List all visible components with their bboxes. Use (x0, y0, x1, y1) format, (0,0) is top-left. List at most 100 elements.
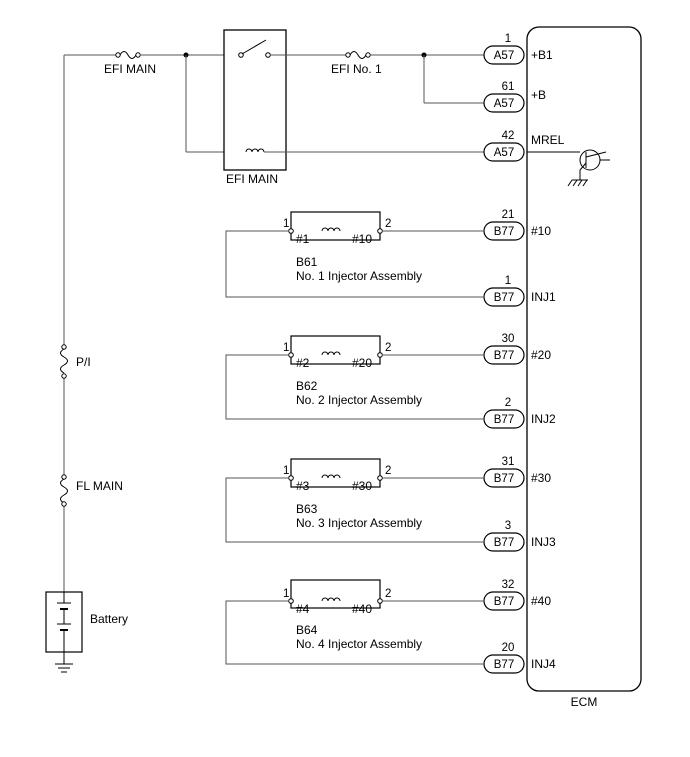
injector-coil-icon (321, 474, 341, 479)
terminal-left-label: #1 (296, 232, 310, 246)
pi-fuse-icon (60, 344, 68, 379)
injector-box (290, 335, 381, 365)
terminal-right (377, 598, 383, 604)
injector-box (290, 458, 381, 488)
ecm-label: ECM (571, 695, 598, 709)
connector-code: B77 (494, 292, 514, 304)
connector-code: B77 (494, 414, 514, 426)
pin-number: 3 (505, 520, 511, 532)
connector-code: A57 (494, 147, 514, 159)
signal-name: INJ1 (531, 290, 556, 304)
terminal-right-label: #10 (352, 232, 372, 246)
connector-code: B77 (494, 350, 514, 362)
efi-main-fuse-label: EFI MAIN (104, 62, 156, 76)
terminal-left-label: #3 (296, 479, 310, 493)
pin-right: 2 (385, 465, 391, 477)
connector-code: A57 (494, 98, 514, 110)
connector-code: B77 (494, 537, 514, 549)
efi-main-relay-box (223, 29, 287, 171)
connector-code: B77 (494, 473, 514, 485)
ecm-box (526, 26, 642, 692)
efi-main-fuse-icon (115, 51, 141, 59)
pin-left: 1 (283, 218, 289, 230)
connector-capsule (483, 142, 525, 162)
signal-name: +B1 (531, 48, 553, 62)
injector-code: B63 (296, 502, 318, 516)
injector-box (290, 579, 381, 609)
return-wire (225, 230, 484, 298)
injector-box (290, 211, 381, 241)
terminal-left-label: #4 (296, 602, 310, 616)
pin-left: 1 (283, 342, 289, 354)
pin-number: 42 (502, 130, 515, 142)
pin-left: 1 (283, 465, 289, 477)
ecm-pin-40: B77 32 #40 (483, 579, 551, 611)
efi-no1-fuse-icon (345, 51, 371, 59)
fl-main-fuse-icon (60, 474, 68, 507)
injector-name: No. 1 Injector Assembly (296, 269, 422, 283)
relay-switch-icon (238, 39, 271, 58)
pin-number: 1 (505, 275, 511, 287)
signal-name: #20 (531, 348, 551, 362)
return-wire (225, 477, 484, 543)
fl-main-fuse-label: FL MAIN (76, 479, 123, 493)
signal-name: #10 (531, 224, 551, 238)
connector-code: B77 (494, 226, 514, 238)
ecm-pin-20: B77 30 #20 (483, 333, 551, 365)
signal-name: #40 (531, 594, 551, 608)
pin-number: 30 (502, 333, 515, 345)
battery-label: Battery (90, 612, 128, 626)
signal-name: #30 (531, 471, 551, 485)
signal-name: INJ4 (531, 657, 556, 671)
mrel-transistor-icon (527, 149, 610, 187)
connector-code: A57 (494, 50, 514, 62)
connector-capsule (483, 93, 525, 113)
terminal-left-label: #2 (296, 356, 310, 370)
pin-number: 2 (505, 397, 511, 409)
pin-left: 1 (283, 588, 289, 600)
return-wire (225, 600, 484, 665)
pin-number: 61 (502, 81, 515, 93)
injector-name: No. 4 Injector Assembly (296, 637, 422, 651)
pin-right: 2 (385, 588, 391, 600)
signal-name: INJ2 (531, 412, 556, 426)
injector-coil-icon (321, 227, 341, 232)
terminal-right-label: #30 (352, 479, 372, 493)
pi-fuse-label: P/I (76, 355, 91, 369)
injector-coil-icon (321, 351, 341, 356)
terminal-right (377, 475, 383, 481)
pin-right: 2 (385, 342, 391, 354)
pin-number: 1 (505, 33, 511, 45)
efi-no1-fuse-label: EFI No. 1 (331, 62, 382, 76)
pin-right: 2 (385, 218, 391, 230)
terminal-right (377, 228, 383, 234)
ecm-pin-b1: A57 1 +B1 (483, 33, 553, 65)
signal-name: INJ3 (531, 535, 556, 549)
signal-name: +B (531, 88, 546, 102)
ecm-pin-30: B77 31 #30 (483, 456, 551, 488)
pin-number: 32 (502, 579, 515, 591)
battery-icon (45, 591, 83, 653)
pin-number: 31 (502, 456, 515, 468)
terminal-right (377, 352, 383, 358)
connector-code: B77 (494, 596, 514, 608)
injector-code: B61 (296, 255, 318, 269)
ground-icon (55, 652, 73, 673)
return-wire (225, 354, 484, 420)
relay-coil-icon (245, 148, 265, 153)
connector-code: B77 (494, 659, 514, 671)
efi-main-relay-label: EFI MAIN (226, 172, 278, 186)
injector-code: B62 (296, 379, 318, 393)
